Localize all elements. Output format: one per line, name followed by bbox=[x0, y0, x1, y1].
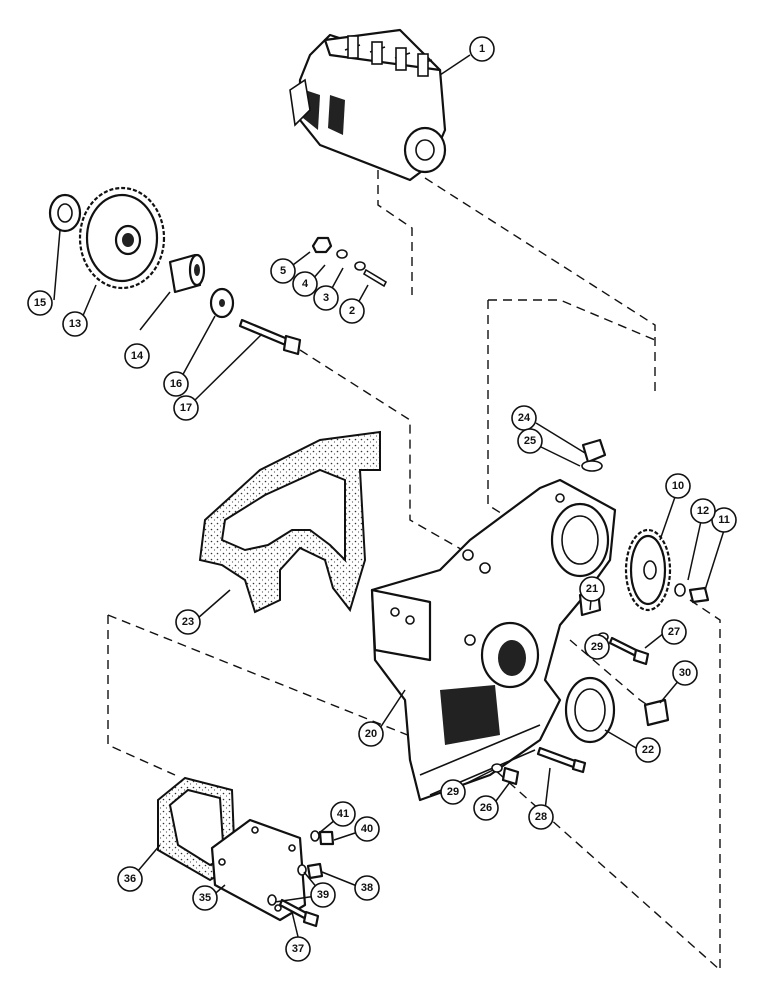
callout-35: 35 bbox=[192, 885, 218, 911]
callout-12: 12 bbox=[690, 498, 716, 524]
callout-label: 29 bbox=[591, 641, 603, 653]
callout-40: 40 bbox=[354, 816, 380, 842]
callout-label: 10 bbox=[672, 480, 684, 492]
callout-label: 17 bbox=[180, 402, 192, 414]
bolt-28 bbox=[536, 746, 587, 774]
callout-14: 14 bbox=[124, 343, 150, 369]
callout-label: 29 bbox=[447, 786, 459, 798]
callout-10: 10 bbox=[665, 473, 691, 499]
callout-label: 27 bbox=[668, 626, 680, 638]
callout-29-upper: 29 bbox=[584, 634, 610, 660]
callout-23: 23 bbox=[175, 609, 201, 635]
drive-gear bbox=[624, 528, 672, 612]
callout-label: 3 bbox=[323, 292, 329, 304]
gear-washer bbox=[674, 583, 686, 597]
callout-38: 38 bbox=[354, 875, 380, 901]
callout-36: 36 bbox=[117, 866, 143, 892]
callout-4: 4 bbox=[292, 271, 318, 297]
bolt-26 bbox=[501, 766, 520, 786]
callout-label: 41 bbox=[337, 808, 349, 820]
callout-label: 12 bbox=[697, 505, 709, 517]
washer-39-b bbox=[267, 894, 277, 906]
callout-label: 28 bbox=[535, 811, 547, 823]
cover-plate bbox=[210, 818, 307, 922]
bolt-37 bbox=[278, 898, 320, 928]
callout-29-lower: 29 bbox=[440, 779, 466, 805]
callout-label: 1 bbox=[479, 43, 485, 55]
washer-29-lower bbox=[491, 763, 503, 773]
timing-cover-gasket bbox=[198, 430, 381, 614]
callout-label: 35 bbox=[199, 892, 211, 904]
idler-gear bbox=[78, 186, 166, 290]
plug bbox=[581, 438, 607, 464]
callout-5: 5 bbox=[270, 258, 296, 284]
callout-label: 13 bbox=[69, 318, 81, 330]
callout-label: 4 bbox=[302, 278, 309, 290]
stud-nut-hardware bbox=[311, 236, 388, 288]
callout-label: 26 bbox=[480, 802, 492, 814]
callout-20: 20 bbox=[358, 721, 384, 747]
callout-41: 41 bbox=[330, 801, 356, 827]
screw-40 bbox=[318, 830, 335, 846]
callout-balloons: 1 2 3 4 5 10 11 12 13 14 15 16 17 20 21 … bbox=[27, 36, 737, 962]
callout-label: 23 bbox=[182, 616, 194, 628]
callout-label: 30 bbox=[679, 667, 691, 679]
callout-37: 37 bbox=[285, 936, 311, 962]
idler-bolt bbox=[238, 318, 302, 356]
callout-label: 40 bbox=[361, 823, 373, 835]
callout-label: 21 bbox=[586, 583, 598, 595]
bolt-27 bbox=[608, 636, 650, 666]
callout-2: 2 bbox=[339, 298, 365, 324]
callout-label: 2 bbox=[349, 305, 355, 317]
callout-13: 13 bbox=[62, 311, 88, 337]
callout-label: 39 bbox=[317, 889, 329, 901]
callout-label: 11 bbox=[718, 514, 730, 526]
plug-gasket bbox=[581, 460, 603, 472]
callout-16: 16 bbox=[163, 371, 189, 397]
callout-label: 22 bbox=[642, 744, 654, 756]
callout-26: 26 bbox=[473, 795, 499, 821]
callout-label: 14 bbox=[131, 350, 144, 362]
callout-label: 37 bbox=[292, 943, 304, 955]
callout-24: 24 bbox=[511, 405, 537, 431]
dowel-30 bbox=[643, 698, 670, 727]
callout-17: 17 bbox=[173, 395, 199, 421]
screw-38 bbox=[306, 862, 324, 880]
callout-label: 5 bbox=[280, 265, 286, 277]
callout-3: 3 bbox=[313, 285, 339, 311]
callout-22: 22 bbox=[635, 737, 661, 763]
callout-30: 30 bbox=[672, 660, 698, 686]
callout-label: 36 bbox=[124, 873, 136, 885]
callout-15: 15 bbox=[27, 290, 53, 316]
idler-bushing bbox=[168, 253, 206, 294]
callout-label: 38 bbox=[361, 882, 373, 894]
timing-gear-housing bbox=[370, 478, 617, 802]
oil-seal bbox=[564, 676, 616, 744]
callout-27: 27 bbox=[661, 619, 687, 645]
callout-39: 39 bbox=[310, 882, 336, 908]
callout-25: 25 bbox=[517, 428, 543, 454]
callout-28: 28 bbox=[528, 804, 554, 830]
washer-41 bbox=[310, 830, 320, 842]
callout-label: 24 bbox=[518, 412, 531, 424]
leader-lines bbox=[53, 54, 727, 946]
callout-label: 16 bbox=[170, 378, 182, 390]
callout-label: 25 bbox=[524, 435, 536, 447]
callout-label: 20 bbox=[365, 728, 377, 740]
injection-pump bbox=[289, 28, 447, 182]
callout-1: 1 bbox=[469, 36, 495, 62]
callout-label: 15 bbox=[34, 297, 46, 309]
callout-21: 21 bbox=[579, 576, 605, 602]
gear-bolt bbox=[688, 586, 710, 604]
